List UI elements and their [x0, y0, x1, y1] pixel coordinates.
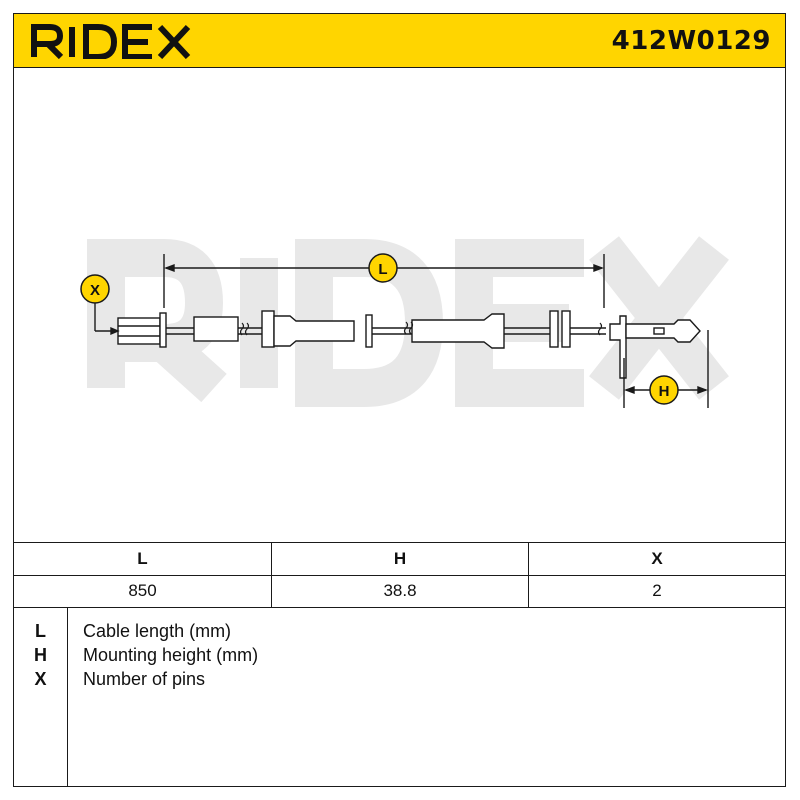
- ridex-logo: [31, 24, 191, 59]
- sensor-drawing: L X H: [14, 68, 785, 542]
- svg-text:L: L: [378, 261, 387, 278]
- legend-key: H: [34, 645, 47, 665]
- legend-key: L: [35, 621, 46, 641]
- legend-item: H Mounting height (mm): [14, 643, 785, 667]
- spec-table: L H X 850 38.8 2: [14, 542, 785, 608]
- header-cell-x: X: [528, 543, 785, 575]
- legend: L Cable length (mm) H Mounting height (m…: [14, 607, 785, 787]
- sheet-frame: 412W0129: [13, 13, 786, 787]
- sensor-drawing-svg: L X H: [80, 236, 729, 408]
- svg-text:H: H: [659, 383, 670, 400]
- legend-desc: Number of pins: [83, 669, 206, 689]
- marker-l: L: [368, 253, 398, 283]
- spec-table-values: 850 38.8 2: [14, 575, 785, 607]
- legend-key: X: [34, 669, 47, 689]
- header-cell-l: L: [137, 549, 148, 568]
- spec-table-header: L H X: [14, 543, 785, 576]
- legend-divider: [67, 607, 68, 787]
- part-number: 412W0129: [611, 26, 771, 56]
- legend-desc: Cable length (mm): [83, 621, 232, 641]
- value-cell-h: 38.8: [271, 575, 528, 607]
- marker-x: X: [80, 274, 110, 304]
- value-cell-l: 850: [128, 581, 157, 600]
- svg-text:X: X: [90, 282, 100, 299]
- legend-desc: Mounting height (mm): [83, 645, 259, 665]
- value-cell-x: 2: [528, 575, 785, 607]
- marker-h: H: [649, 375, 679, 405]
- header-bar: 412W0129: [14, 14, 785, 68]
- legend-item: X Number of pins: [14, 667, 785, 691]
- header-cell-h: H: [271, 543, 528, 575]
- legend-item: L Cable length (mm): [14, 619, 785, 643]
